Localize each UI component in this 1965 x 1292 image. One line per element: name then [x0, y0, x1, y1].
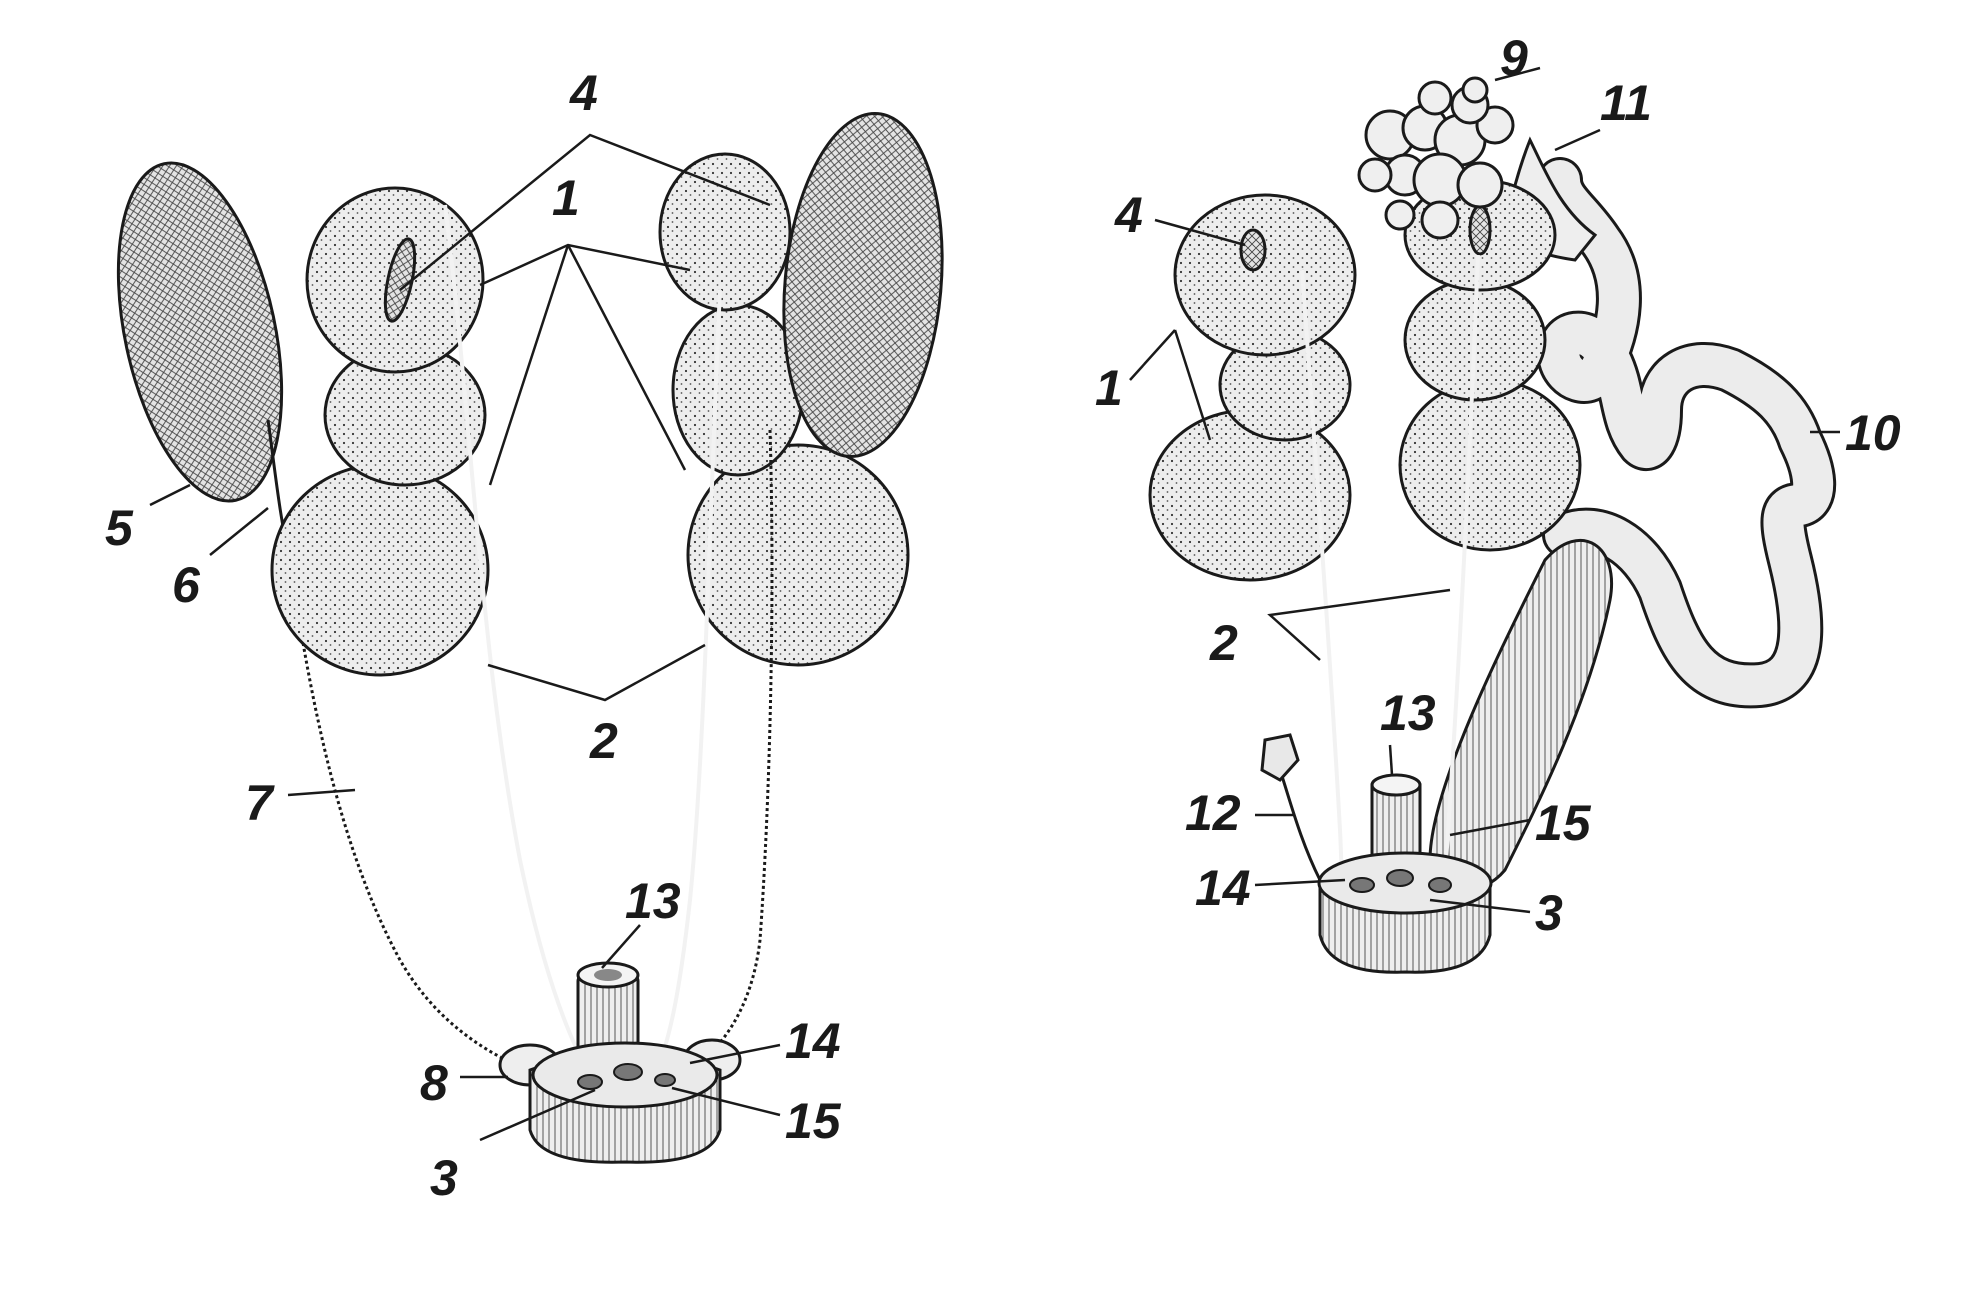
right-labels: 4 9 11 10 1 2 13 12 15 14 3	[1095, 30, 1901, 941]
right-vestigial-duct	[1278, 769, 1322, 881]
right-ureter-inner	[653, 289, 722, 1076]
right-kidney-lobe-upper	[658, 152, 792, 312]
right-ovary	[1357, 76, 1515, 240]
label-right-1: 1	[1095, 360, 1123, 416]
right-kidney-b-adrenal	[1468, 204, 1492, 256]
label-left-4: 4	[569, 65, 598, 121]
left-testis	[116, 161, 284, 503]
left-kidney-lobe-lower	[270, 463, 490, 677]
right-cloaca-opening-a	[1349, 877, 1375, 893]
label-left-15: 15	[785, 1093, 842, 1149]
label-left-6: 6	[172, 557, 201, 613]
right-cloaca-opening-b	[1386, 869, 1414, 887]
left-cloaca-opening-c	[654, 1073, 676, 1087]
label-left-5: 5	[105, 500, 134, 556]
right-kidney-a-lobe-upper	[1173, 193, 1357, 357]
label-right-13: 13	[1380, 685, 1436, 741]
left-adrenal	[383, 237, 417, 323]
right-kidney-b-lobe-lower	[1398, 378, 1582, 552]
right-uterus	[1428, 539, 1613, 892]
right-testis	[782, 112, 944, 458]
left-leader-lines	[149, 133, 781, 1142]
label-left-2: 2	[589, 713, 618, 769]
label-right-3: 3	[1535, 885, 1563, 941]
left-cloaca-opening-a	[577, 1074, 603, 1090]
right-rectum-opening	[1370, 773, 1422, 797]
label-left-13: 13	[625, 873, 681, 929]
label-right-14: 14	[1195, 860, 1251, 916]
label-right-11: 11	[1600, 75, 1652, 131]
right-oviduct	[1539, 160, 1834, 706]
label-left-1: 1	[552, 170, 580, 226]
label-right-15: 15	[1535, 795, 1592, 851]
right-leader-lines	[1129, 66, 1840, 914]
left-vas-deferens	[288, 559, 541, 1077]
label-right-9: 9	[1500, 30, 1528, 86]
label-right-12: 12	[1185, 785, 1241, 841]
label-right-2: 2	[1209, 615, 1238, 671]
label-right-10: 10	[1845, 405, 1901, 461]
left-diagram	[116, 112, 944, 1164]
left-rectum-lumen	[594, 969, 622, 981]
left-ureter-inner	[443, 204, 592, 1076]
label-right-4: 4	[1114, 187, 1143, 243]
right-cloaca-opening-c	[1428, 877, 1452, 893]
right-diagram	[1148, 76, 1837, 974]
right-vestigial-tip	[1260, 733, 1300, 782]
right-kidney-lobe-lower	[686, 443, 910, 667]
right-kidney-a-adrenal	[1239, 228, 1267, 272]
label-left-8: 8	[420, 1055, 448, 1111]
label-left-3: 3	[430, 1150, 458, 1206]
label-left-7: 7	[245, 775, 275, 831]
left-cloaca-opening-b	[613, 1063, 643, 1081]
left-labels: 4 1 2 5 6 7 8 13 14 15 3	[105, 65, 842, 1206]
label-left-14: 14	[785, 1013, 841, 1069]
right-vas-deferens	[689, 429, 774, 1072]
